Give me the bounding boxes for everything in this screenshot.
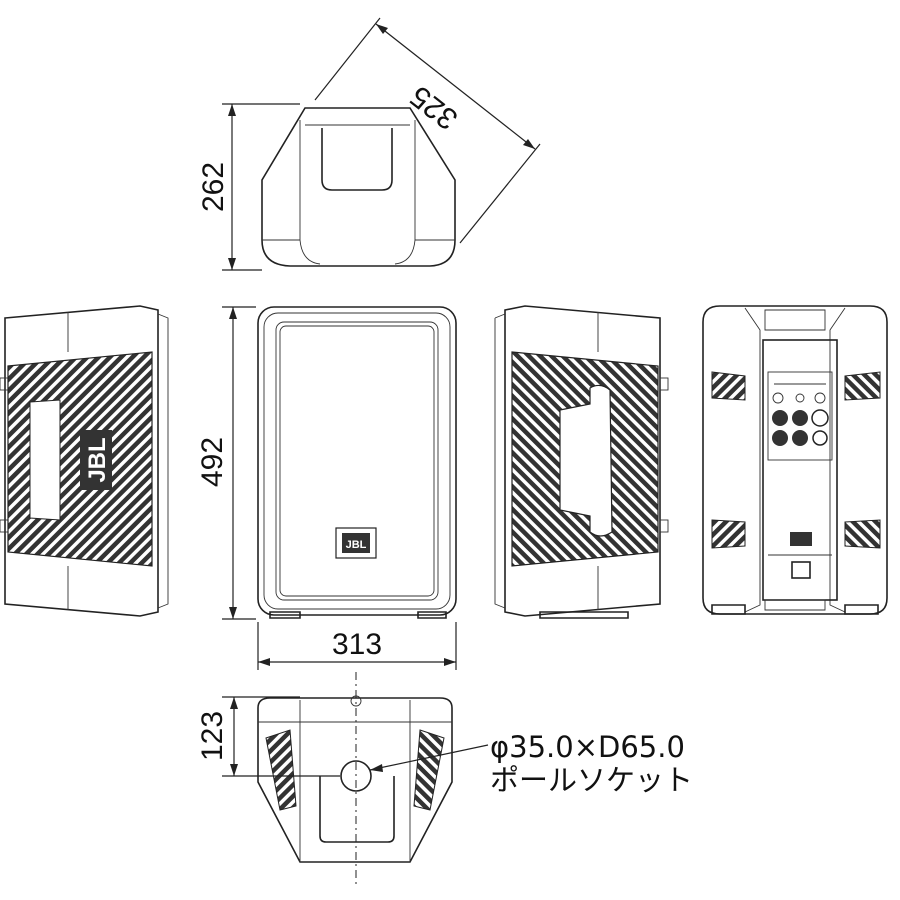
dim-width: 313 — [257, 622, 457, 670]
dim-top-diagonal: 325 — [314, 17, 541, 244]
height-value: 492 — [196, 437, 229, 487]
side-logo: JBL — [84, 437, 111, 482]
socket-callout: φ35.0×D65.0 ポールソケット — [369, 730, 693, 797]
socket-spec: φ35.0×D65.0 — [490, 730, 685, 764]
right-side-view — [494, 305, 669, 619]
left-side-view: JBL — [0, 305, 169, 617]
front-view: JBL — [257, 306, 457, 619]
width-value: 313 — [332, 628, 382, 661]
dim-height: 492 — [196, 306, 256, 620]
top-diagonal-value: 325 — [404, 79, 464, 136]
dim-bottom-depth: 123 — [196, 696, 340, 777]
top-view — [261, 107, 456, 267]
front-logo: JBL — [346, 539, 367, 551]
bottom-view — [257, 672, 453, 888]
top-depth-value: 262 — [197, 162, 230, 212]
back-view — [702, 305, 888, 615]
socket-label: ポールソケット — [490, 763, 693, 797]
bottom-depth-value: 123 — [196, 711, 229, 761]
dim-top-depth: 262 — [197, 103, 300, 271]
